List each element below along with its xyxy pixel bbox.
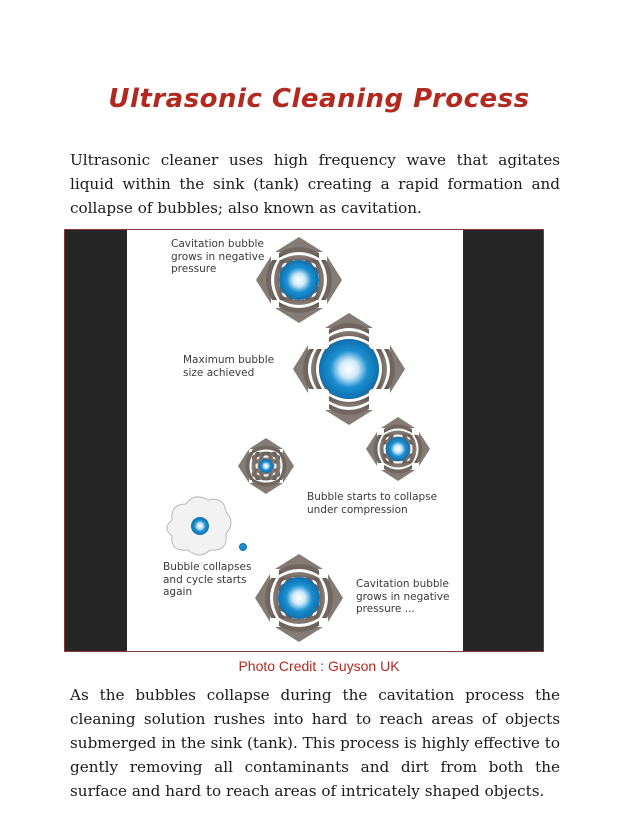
stage2-bubble-group: [293, 313, 405, 425]
page-title: Ultrasonic Cleaning Process: [108, 84, 530, 114]
stage3-right-bubble-group: [366, 417, 430, 481]
figure-panel: Cavitation bubble grows in negative pres…: [127, 230, 463, 651]
stage1-bubble-group: [256, 237, 342, 323]
intro-paragraph: Ultrasonic cleaner uses high frequency w…: [70, 151, 560, 217]
body-paragraph: As the bubbles collapse during the cavit…: [70, 686, 560, 800]
stage5-label: Cavitation bubble grows in negative pres…: [356, 578, 450, 615]
cavitation-figure: Cavitation bubble grows in negative pres…: [64, 229, 544, 652]
cavitation-diagram: [166, 237, 430, 642]
collapse-splash: [166, 496, 247, 556]
stage3-label: Bubble starts to collapse under compress…: [307, 491, 438, 516]
stage5-bubble-group: [255, 554, 343, 642]
stage1-label: Cavitation bubble grows in negative pres…: [171, 238, 265, 275]
photo-credit: Photo Credit : Guyson UK: [238, 658, 400, 674]
stage3-left-bubble-group: [238, 438, 294, 494]
stage2-label: Maximum bubble size achieved: [183, 354, 275, 379]
stage4-label: Bubble collapses and cycle starts again: [163, 561, 252, 598]
